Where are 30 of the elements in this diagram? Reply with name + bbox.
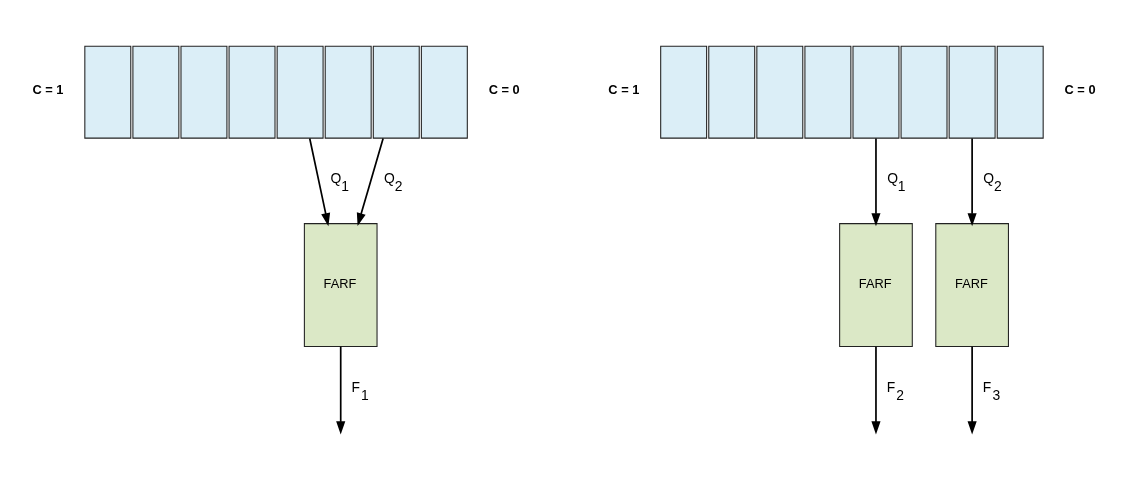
node-box: [372, 45, 420, 139]
node-box: FARF: [935, 223, 1009, 348]
node-box: [132, 45, 180, 139]
node-box: [948, 45, 996, 139]
node-box: [852, 45, 900, 139]
arrow: [871, 345, 881, 435]
node-box: [900, 45, 948, 139]
label: C = 1: [608, 82, 640, 98]
node-box: [276, 45, 324, 139]
node-box: [180, 45, 228, 139]
label: C = 0: [488, 82, 520, 98]
node-box: [420, 45, 468, 139]
arrow: [871, 137, 881, 227]
arrow: [356, 137, 384, 227]
node-box: [996, 45, 1044, 139]
node-box: [804, 45, 852, 139]
node-box: [708, 45, 756, 139]
node-box: FARF: [303, 223, 378, 348]
node-box: [84, 45, 132, 139]
node-box: [228, 45, 276, 139]
label: C = 1: [32, 82, 64, 98]
arrow: [336, 345, 346, 435]
arrow: [967, 137, 977, 227]
node-box: FARF: [839, 223, 913, 348]
arrow: [308, 137, 331, 227]
label: C = 0: [1064, 82, 1096, 98]
node-box: [660, 45, 708, 139]
node-box: [756, 45, 804, 139]
arrow: [967, 345, 977, 435]
node-box: [324, 45, 372, 139]
